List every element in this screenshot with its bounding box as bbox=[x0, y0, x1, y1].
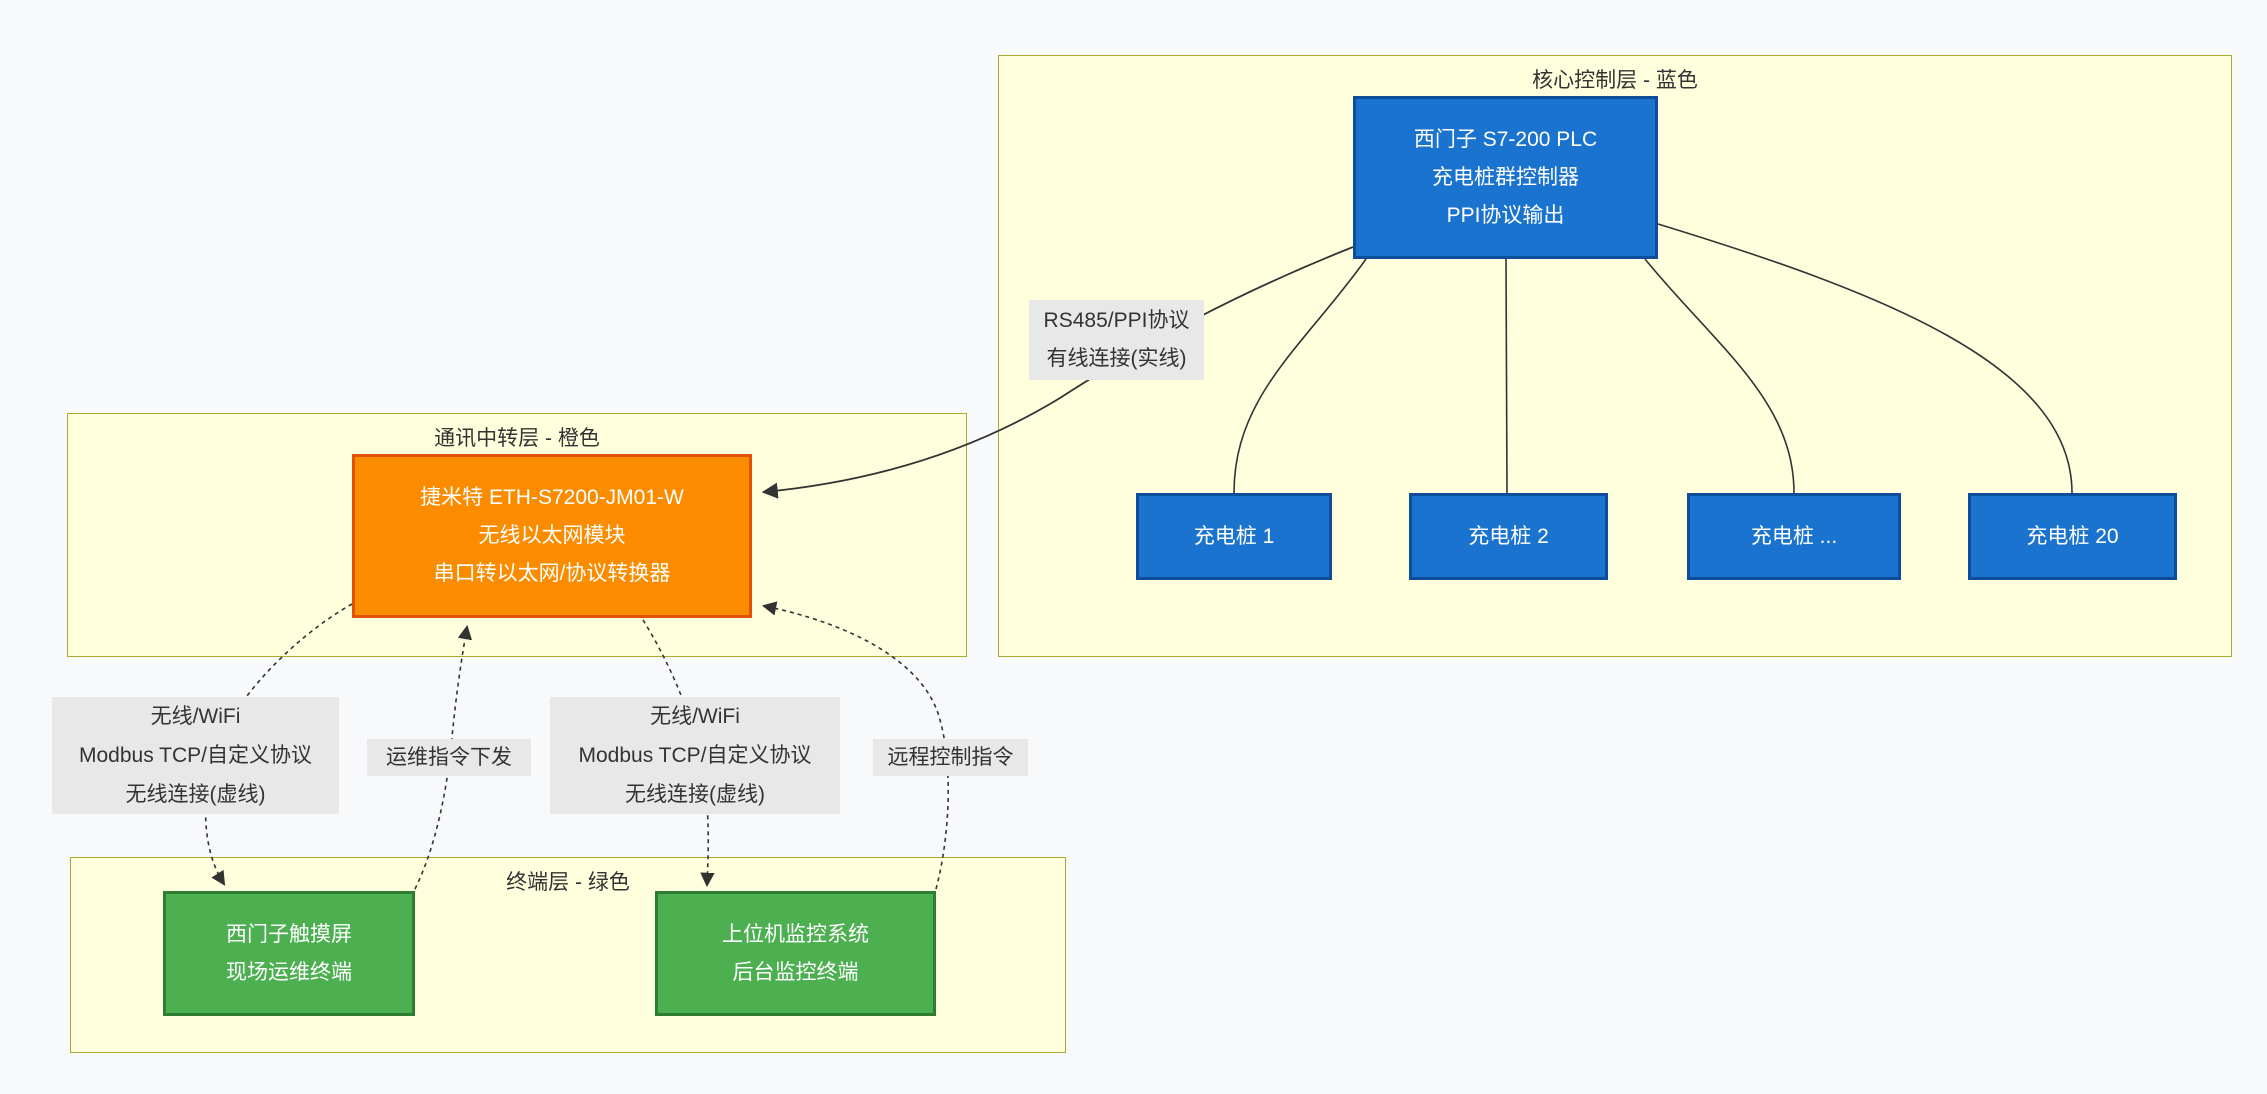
node-scada: 上位机监控系统 后台监控终端 bbox=[655, 891, 936, 1016]
edge-label-wifi-left: 无线/WiFi Modbus TCP/自定义协议 无线连接(虚线) bbox=[52, 697, 339, 814]
cluster-core-title: 核心控制层 - 蓝色 bbox=[1532, 69, 1698, 92]
edge-label-remote-text: 远程控制指令 bbox=[887, 746, 1014, 769]
node-hmi-line2: 现场运维终端 bbox=[226, 960, 352, 984]
edge-plc-pile-n bbox=[1644, 258, 1795, 494]
edge-label-rs485-line2: 有线连接(实线) bbox=[1046, 347, 1187, 370]
edge-eth-scada bbox=[642, 619, 715, 888]
edge-plc-pile2 bbox=[1505, 258, 1508, 494]
edge-plc-eth bbox=[761, 246, 1354, 499]
node-scada-line2: 后台监控终端 bbox=[732, 960, 859, 984]
edge-hmi-eth bbox=[414, 624, 473, 890]
node-plc-line1: 西门子 S7-200 PLC bbox=[1413, 127, 1598, 151]
edge-scada-eth bbox=[761, 601, 949, 890]
node-eth-line1: 捷米特 ETH-S7200-JM01-W bbox=[420, 486, 684, 509]
edge-plc-pile1 bbox=[1233, 258, 1367, 494]
node-eth-module: 捷米特 ETH-S7200-JM01-W 无线以太网模块 串口转以太网/协议转换… bbox=[352, 454, 752, 618]
edge-label-rs485-line1: RS485/PPI协议 bbox=[1043, 309, 1190, 332]
edge-label-wifi-right-line3: 无线连接(虚线) bbox=[625, 783, 765, 806]
node-hmi-line1: 西门子触摸屏 bbox=[226, 922, 352, 946]
node-plc-line2: 充电桩群控制器 bbox=[1432, 165, 1579, 189]
edge-label-wifi-left-line1: 无线/WiFi bbox=[150, 705, 241, 728]
edge-label-ops-text: 运维指令下发 bbox=[386, 746, 512, 769]
edge-label-wifi-right-line1: 无线/WiFi bbox=[650, 705, 740, 728]
edge-label-ops: 运维指令下发 bbox=[367, 739, 531, 776]
node-pile2: 充电桩 2 bbox=[1409, 493, 1608, 580]
edge-label-wifi-right-line2: Modbus TCP/自定义协议 bbox=[578, 744, 812, 767]
edge-label-rs485: RS485/PPI协议 有线连接(实线) bbox=[1029, 300, 1204, 380]
edge-label-remote: 远程控制指令 bbox=[873, 739, 1028, 776]
node-eth-line3: 串口转以太网/协议转换器 bbox=[433, 562, 671, 585]
node-hmi: 西门子触摸屏 现场运维终端 bbox=[163, 891, 415, 1016]
cluster-relay-title: 通讯中转层 - 橙色 bbox=[434, 427, 600, 450]
edge-plc-pile20 bbox=[1657, 223, 2073, 494]
node-pile20-label: 充电桩 20 bbox=[2026, 524, 2119, 548]
node-pile20: 充电桩 20 bbox=[1968, 493, 2177, 580]
node-pile-n: 充电桩 ... bbox=[1687, 493, 1901, 580]
cluster-terminal-title: 终端层 - 绿色 bbox=[506, 871, 630, 894]
node-pile2-label: 充电桩 2 bbox=[1468, 524, 1549, 548]
node-plc-line3: PPI协议输出 bbox=[1446, 203, 1565, 227]
edge-label-wifi-right: 无线/WiFi Modbus TCP/自定义协议 无线连接(虚线) bbox=[550, 697, 840, 814]
node-pile1: 充电桩 1 bbox=[1136, 493, 1332, 580]
edge-label-wifi-left-line3: 无线连接(虚线) bbox=[125, 783, 266, 806]
node-plc: 西门子 S7-200 PLC 充电桩群控制器 PPI协议输出 bbox=[1353, 96, 1658, 259]
node-eth-line2: 无线以太网模块 bbox=[478, 524, 626, 547]
edge-label-wifi-left-line2: Modbus TCP/自定义协议 bbox=[79, 744, 312, 767]
node-scada-line1: 上位机监控系统 bbox=[722, 922, 869, 946]
node-pile-n-label: 充电桩 ... bbox=[1750, 524, 1838, 548]
node-pile1-label: 充电桩 1 bbox=[1193, 524, 1275, 548]
